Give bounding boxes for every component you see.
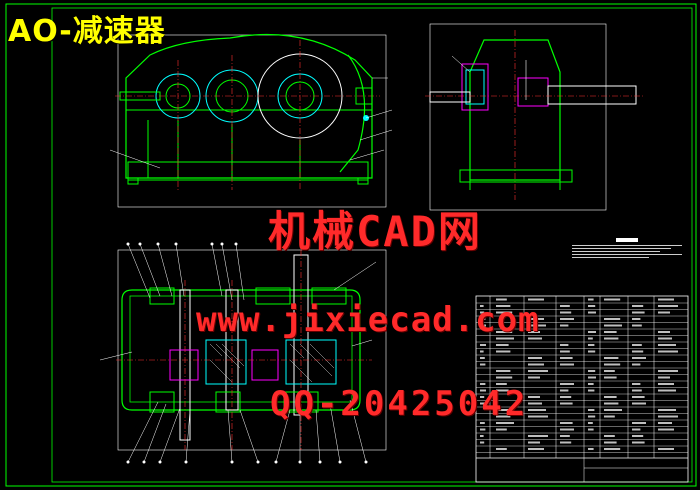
parts-list-table <box>475 295 689 483</box>
plan-view-box <box>117 249 387 451</box>
bearing-cap-right <box>517 77 549 107</box>
plan-view <box>99 242 387 464</box>
plan-leader-lines <box>99 243 377 463</box>
plan-gear-block-2 <box>285 339 337 385</box>
outer-frame <box>5 3 697 487</box>
drawing-title: AO-减速器 <box>8 14 166 49</box>
watermark-site-name: 机械CAD网 <box>268 207 482 256</box>
output-shaft-left <box>429 91 471 103</box>
output-shaft-right <box>547 85 637 105</box>
plan-gear-block-1 <box>205 339 247 385</box>
watermark-qq: QQ-20425042 <box>270 384 529 424</box>
technical-requirements-note <box>572 238 682 260</box>
plan-housing-outline <box>121 289 361 411</box>
gearbox-housing-outline <box>125 33 373 179</box>
drawing-border <box>51 7 693 483</box>
front-view-box <box>117 34 387 208</box>
side-view <box>425 23 645 211</box>
side-view-box <box>429 23 607 211</box>
watermark-url: www.jixiecad.com <box>196 300 540 340</box>
side-base <box>459 169 573 183</box>
front-view <box>109 33 393 208</box>
side-cover <box>339 54 366 173</box>
housing-base <box>127 161 369 181</box>
bearing-cap-left <box>461 63 489 111</box>
